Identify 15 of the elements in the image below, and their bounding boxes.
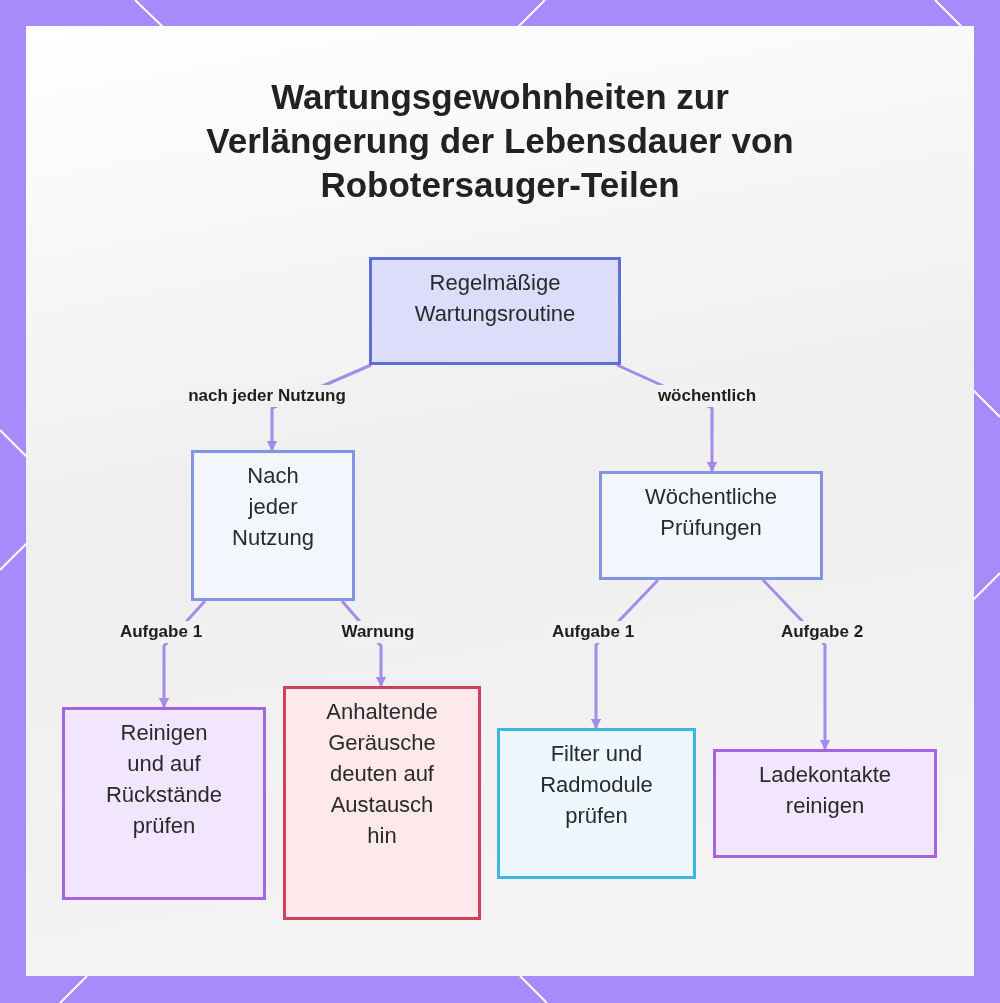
- box-text: Nach jeder Nutzung: [231, 462, 315, 552]
- box-text: Regelmäßige Wartungsroutine: [413, 269, 577, 328]
- process-box: [713, 749, 937, 858]
- box-text: Anhaltende Geräusche deuten auf Austausch hin: [325, 698, 439, 850]
- box-text: Wöchentliche Prüfungen: [643, 483, 779, 542]
- process-box: [191, 450, 355, 601]
- box-text: Filter und Radmodule prüfen: [539, 740, 654, 830]
- title: Wartungsgewohnheiten zur Verlängerung der Lebensdauer von Robotersauger-Teilen: [205, 76, 795, 206]
- process-box: [369, 257, 621, 365]
- box-text: Reinigen und auf Rückstände prüfen: [104, 719, 224, 840]
- process-box: [599, 471, 823, 580]
- process-box: [62, 707, 266, 900]
- process-box: [283, 686, 481, 920]
- process-box: [497, 728, 696, 879]
- box-text: Ladekontakte reinigen: [757, 761, 893, 820]
